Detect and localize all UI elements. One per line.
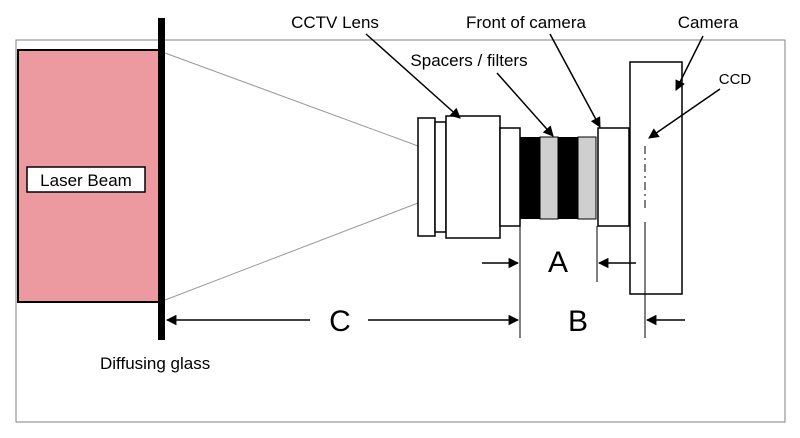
cone-line-bottom xyxy=(164,202,419,301)
lens-front-ring xyxy=(417,117,436,237)
spacers-filters-pointer xyxy=(496,72,554,137)
laser-beam-label-box xyxy=(26,166,146,193)
camera-front xyxy=(597,127,630,227)
camera-pointer xyxy=(675,35,704,91)
filter-light-1 xyxy=(539,136,559,220)
lens-body xyxy=(445,115,501,239)
dim-a-label: A xyxy=(548,246,568,279)
front-of-camera-label: Front of camera xyxy=(466,13,587,32)
diagram-frame xyxy=(15,39,786,423)
lens-ring-2 xyxy=(434,121,447,233)
dim-c-label: C xyxy=(329,305,351,338)
dim-b-label: B xyxy=(568,305,588,338)
spacer-dark-2 xyxy=(558,137,578,219)
ccd-pointer xyxy=(648,88,721,139)
camera-body xyxy=(629,61,683,295)
lens-mount xyxy=(499,127,521,227)
ccd-label: CCD xyxy=(719,71,752,88)
cone-line-top xyxy=(164,52,419,147)
camera-label: Camera xyxy=(678,13,739,32)
spacers-filters-label: Spacers / filters xyxy=(410,51,527,70)
diffusing-glass-label: Diffusing glass xyxy=(100,354,210,373)
spacer-dark-1 xyxy=(520,137,540,219)
diffusing-glass xyxy=(158,18,165,340)
laser-beam-label: Laser Beam xyxy=(40,171,132,190)
filter-light-2 xyxy=(577,136,597,220)
cctv-lens-pointer xyxy=(365,33,461,119)
cctv-lens-label: CCTV Lens xyxy=(291,13,379,32)
front-of-camera-pointer xyxy=(549,33,601,128)
